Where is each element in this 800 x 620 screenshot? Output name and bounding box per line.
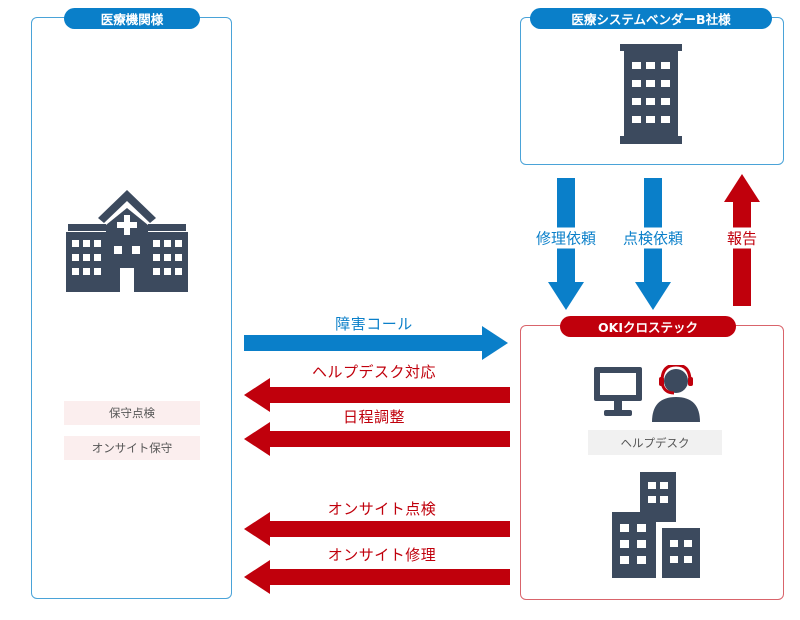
fault-call-arrow [244, 326, 508, 360]
fault-call-label: 障害コール [335, 315, 413, 333]
onsite-repair-label: オンサイト修理 [327, 546, 437, 564]
building-icon [620, 44, 682, 144]
hospital-panel [31, 17, 232, 599]
schedule-adjust-label: 日程調整 [342, 408, 406, 426]
report-label: 報告 [724, 227, 760, 249]
helpdesk-icon [594, 365, 700, 422]
repair-request-label: 修理依頼 [533, 227, 599, 249]
hospital-icon [66, 190, 188, 292]
hospital-title: 医療機関様 [64, 8, 200, 29]
vendor-title: 医療システムベンダーB社様 [530, 8, 772, 29]
schedule-adjust-arrow [244, 422, 510, 456]
helpdesk-support-label: ヘルプデスク対応 [311, 363, 437, 381]
inspection-request-label: 点検依頼 [620, 227, 686, 249]
oki-title: OKIクロステック [560, 316, 736, 337]
hospital-tag-maintenance: 保守点検 [64, 401, 200, 425]
helpdesk-support-arrow [244, 378, 510, 412]
office-buildings-icon [612, 472, 700, 578]
helpdesk-label: ヘルプデスク [588, 430, 722, 455]
onsite-inspection-arrow [244, 512, 510, 546]
hospital-tag-onsite: オンサイト保守 [64, 436, 200, 460]
onsite-repair-arrow [244, 560, 510, 594]
onsite-inspection-label: オンサイト点検 [327, 500, 437, 518]
